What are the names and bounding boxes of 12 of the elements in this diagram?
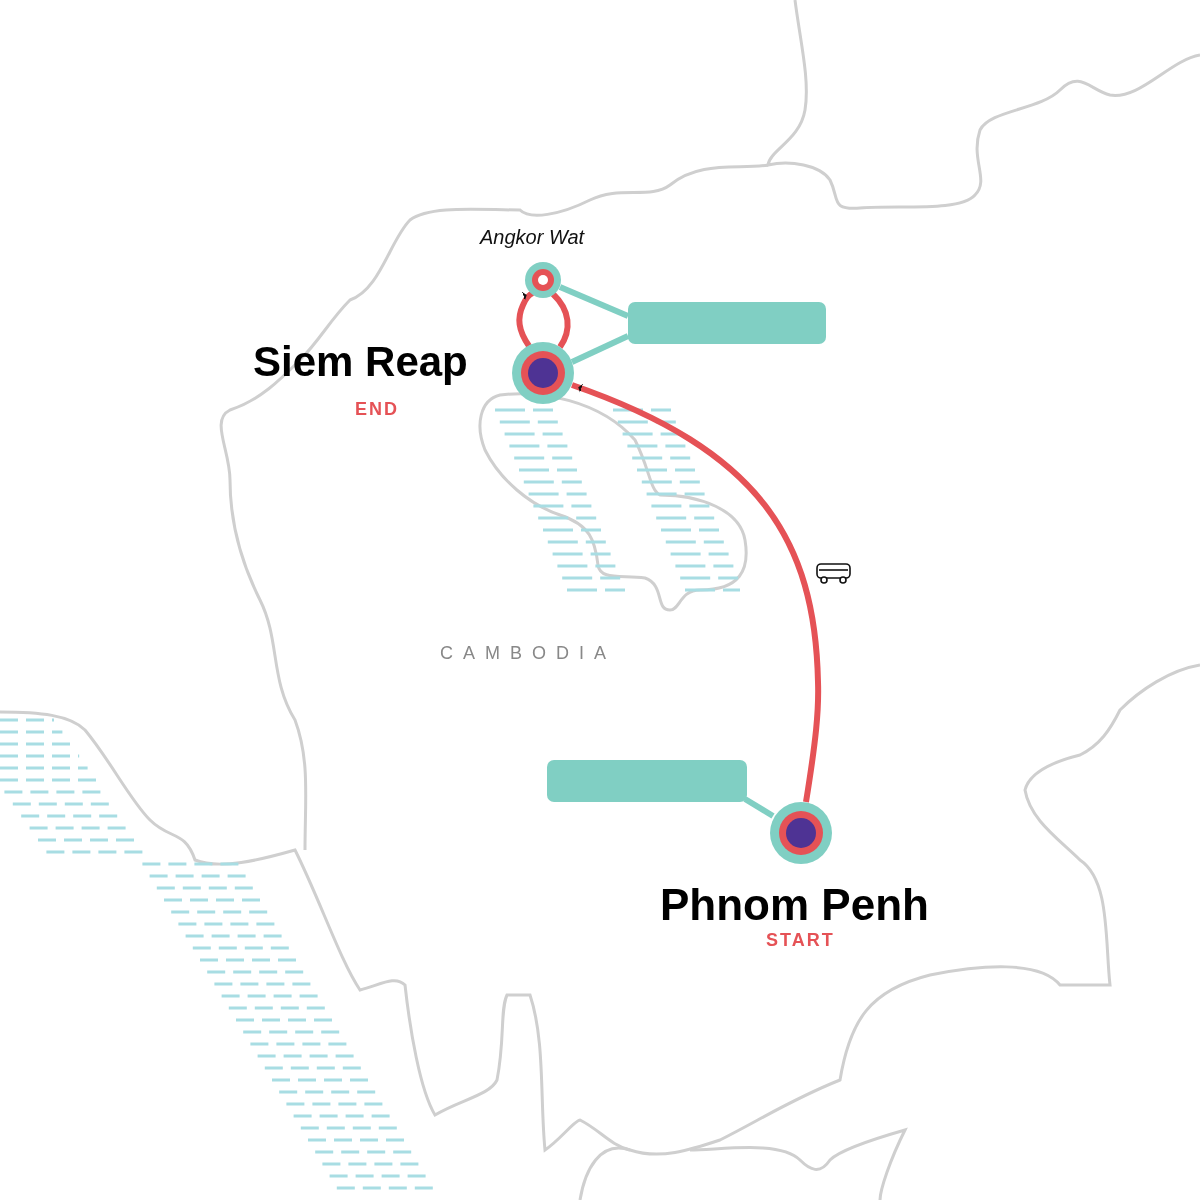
- leader-line: [743, 796, 775, 819]
- stop-label: END: [355, 399, 399, 420]
- place-name: Angkor Wat: [480, 226, 585, 249]
- route-line: [570, 381, 822, 803]
- route-line: [550, 291, 571, 349]
- route-line: [515, 289, 535, 348]
- city-name: Phnom Penh: [660, 880, 929, 930]
- city-name: Siem Reap: [253, 338, 468, 386]
- leader-line: [570, 333, 630, 365]
- stop-label: START: [766, 930, 835, 951]
- leader-line: [558, 284, 630, 319]
- country-name: CAMBODIA: [440, 643, 616, 664]
